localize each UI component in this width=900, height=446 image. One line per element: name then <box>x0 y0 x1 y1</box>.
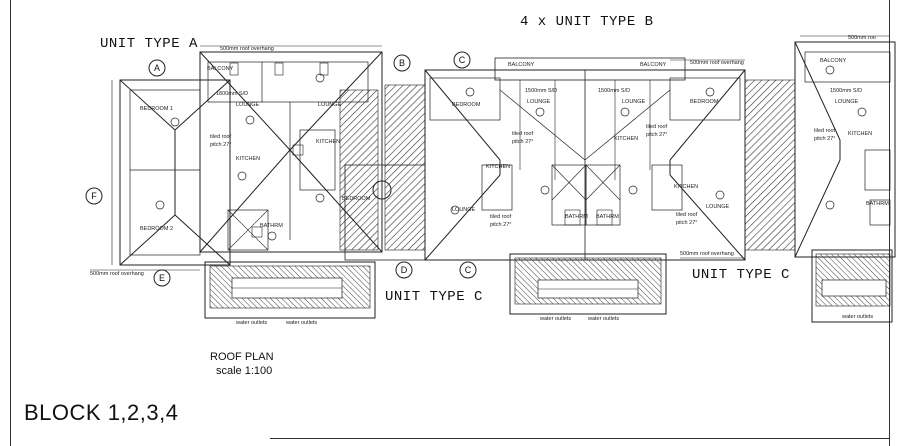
grid-marker-f <box>85 187 103 205</box>
room-lounge-b4: LOUNGE <box>706 204 730 210</box>
room-kitchen-a: KITCHEN <box>236 156 260 162</box>
grid-marker-e <box>153 269 171 287</box>
room-lounge-b2: LOUNGE <box>622 99 646 105</box>
note-sd-b1: 1500mm S/D <box>525 88 557 94</box>
note-water-outlets-b1: water outlets <box>539 316 571 322</box>
grid-label-c-bottom: C <box>465 265 472 275</box>
room-kitchen-b3: KITCHEN <box>674 184 698 190</box>
grid-marker-b <box>393 54 411 72</box>
grid-marker-d <box>395 261 413 279</box>
room-kitchen-b1: KITCHEN <box>486 164 510 170</box>
note-water-outlets-c: water outlets <box>841 314 873 320</box>
room-kitchen-a2: KITCHEN <box>316 139 340 145</box>
room-bathrm-c: BATHRM <box>866 201 889 207</box>
sheet-border-right <box>889 0 890 446</box>
note-tiled-roof-b4: tiled roof <box>676 212 698 218</box>
note-roof-overhang-top: 500mm roof overhang <box>220 46 274 52</box>
room-bedroom-b2: BEDROOM <box>690 99 719 105</box>
note-roof-overhang-right: 500mm roof overhang <box>680 251 734 257</box>
room-kitchen-b2: KITCHEN <box>614 136 638 142</box>
grid-label-d: D <box>401 265 408 275</box>
note-sd-b2: 1500mm S/D <box>598 88 630 94</box>
note-roof-overhang-c: 500mm roo <box>848 35 876 41</box>
room-bathrm-b1: BATHRM <box>565 214 588 220</box>
grid-label-c-top: C <box>459 55 466 65</box>
room-lounge-a: LOUNGE <box>236 102 260 108</box>
room-bedroom-b1: BEDROOM <box>452 102 481 108</box>
unit-type-b-plan <box>344 57 796 315</box>
grid-label-f: F <box>91 191 97 201</box>
room-bathrm-b2: BATHRM <box>596 214 619 220</box>
room-balcony-c: BALCONY <box>820 58 847 64</box>
note-pitch-b2: pitch 27° <box>646 132 667 138</box>
note-tiled-roof-a: tiled roof <box>210 134 232 140</box>
room-balcony-b2: BALCONY <box>640 62 667 68</box>
roof-plan-heading: ROOF PLAN <box>210 351 274 363</box>
room-bathrm-a: BATHRM <box>260 223 283 229</box>
room-bedroom-b3: BEDROOM <box>342 196 371 202</box>
room-lounge-c: LOUNGE <box>835 99 859 105</box>
room-lounge-a2: LOUNGE <box>318 102 342 108</box>
roof-plan-title: ROOF PLAN scale 1:100 <box>210 350 274 378</box>
grid-marker-c-bottom <box>459 261 477 279</box>
note-water-outlets-b2: water outlets <box>587 316 619 322</box>
note-sd-a: 1800mm S/D <box>216 91 248 97</box>
grid-label-b: B <box>399 58 405 68</box>
note-roof-overhang-b: 500mm roof overhang <box>690 60 744 66</box>
block-title: BLOCK 1,2,3,4 <box>24 400 179 425</box>
note-sd-c: 1500mm S/D <box>830 88 862 94</box>
note-pitch-b1: pitch 27° <box>512 139 533 145</box>
roof-plan-scale: scale 1:100 <box>216 365 273 377</box>
room-balcony-a: BALCONY <box>207 66 234 72</box>
note-pitch-b3: pitch 27° <box>490 222 511 228</box>
note-pitch-c: pitch 27° <box>814 136 835 142</box>
note-pitch-a: pitch 27° <box>210 142 231 148</box>
room-lounge-b3: LOUNGE <box>452 207 476 213</box>
room-lounge-b1: LOUNGE <box>527 99 551 105</box>
unit-type-c-plan <box>794 35 896 323</box>
room-kitchen-c: KITCHEN <box>848 131 872 137</box>
grid-label-e: E <box>159 273 165 283</box>
note-tiled-roof-c: tiled roof <box>814 128 836 134</box>
note-pitch-b4: pitch 27° <box>676 220 697 226</box>
label-unit-type-a: UNIT TYPE A <box>100 36 198 52</box>
grid-marker-a <box>148 59 166 77</box>
room-bedroom1-a: BEDROOM 1 <box>140 106 173 112</box>
sheet-border-left <box>10 0 11 446</box>
grid-label-a: A <box>154 63 160 73</box>
note-water-outlets-a2: water outlets <box>285 320 317 326</box>
title-block-rule <box>270 438 890 439</box>
note-tiled-roof-b2: tiled roof <box>646 124 668 130</box>
grid-marker-c-top <box>453 51 471 69</box>
note-tiled-roof-b1: tiled roof <box>512 131 534 137</box>
note-tiled-roof-b3: tiled roof <box>490 214 512 220</box>
room-bedroom2-a: BEDROOM 2 <box>140 226 173 232</box>
unit-type-a-plan <box>90 45 392 319</box>
note-water-outlets-a1: water outlets <box>235 320 267 326</box>
note-roof-overhang-bottom: 500mm roof overhang <box>90 271 144 277</box>
label-unit-type-c-left: UNIT TYPE C <box>385 289 483 305</box>
grid-markers <box>85 51 477 287</box>
room-balcony-b1: BALCONY <box>508 62 535 68</box>
label-unit-type-b: 4 x UNIT TYPE B <box>520 14 654 30</box>
label-unit-type-c-right: UNIT TYPE C <box>692 267 790 283</box>
